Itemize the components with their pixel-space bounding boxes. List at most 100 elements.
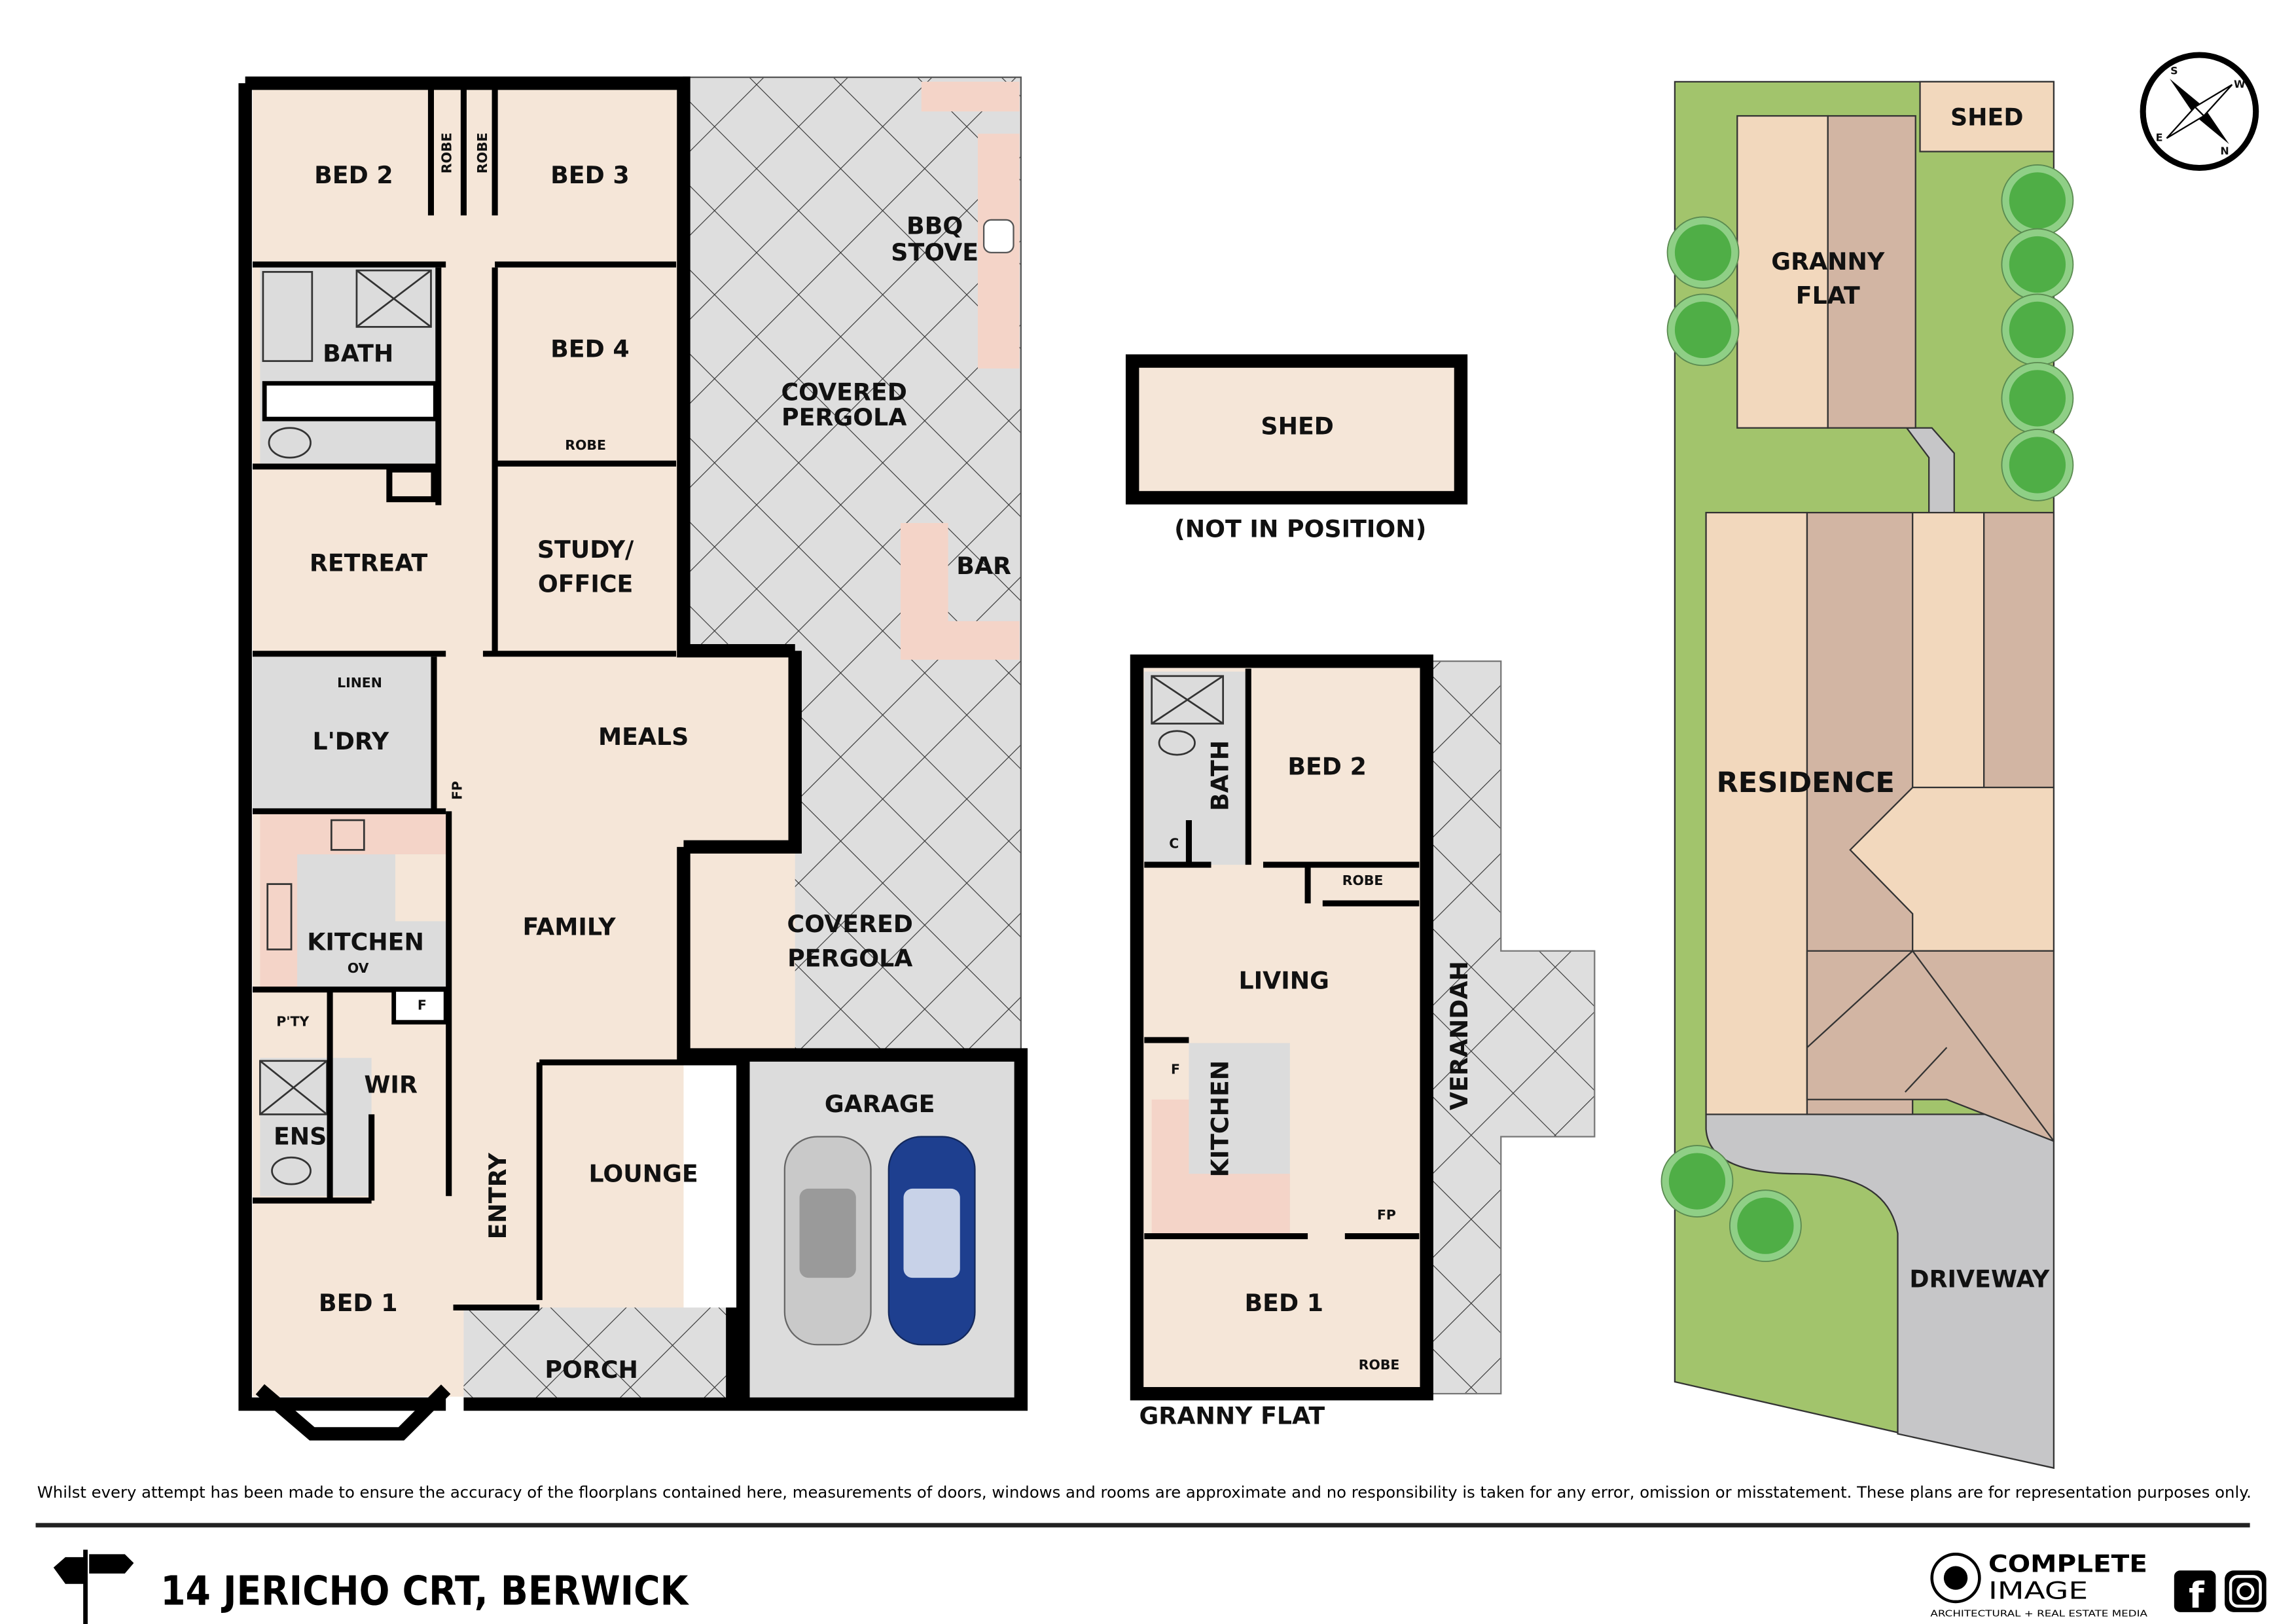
site-residence bbox=[1705, 511, 2055, 1142]
shed-label: SHED bbox=[1261, 412, 1334, 441]
svg-text:E: E bbox=[2156, 132, 2163, 144]
room-label-covered: COVERED bbox=[787, 910, 913, 938]
sink-icon bbox=[266, 883, 293, 950]
brand-tagline: ARCHITECTURAL + REAL ESTATE MEDIA bbox=[1930, 1609, 2147, 1619]
cooktop-icon bbox=[330, 819, 365, 851]
car-icon-blue bbox=[888, 1136, 976, 1346]
room-label-pergola: PERGOLA bbox=[787, 944, 912, 972]
site-label-flat: FLAT bbox=[1796, 281, 1860, 310]
shower-icon bbox=[1151, 675, 1225, 725]
room-label-pantry: P'TY bbox=[276, 1014, 309, 1030]
fireplace-label: FP bbox=[1377, 1207, 1396, 1223]
site-label-residence: RESIDENCE bbox=[1717, 767, 1895, 799]
room-label-robe: ROBE bbox=[475, 132, 490, 173]
stove-label: STOVE bbox=[891, 238, 978, 266]
site-label-driveway: DRIVEWAY bbox=[1909, 1265, 2050, 1293]
tree-icon bbox=[2001, 228, 2074, 301]
room-label-robe: ROBE bbox=[1342, 873, 1384, 888]
main-house-plan: BED 2 ROBE ROBE BED 3 BATH BED 4 ROBE RE… bbox=[238, 76, 1028, 1441]
site-granny-flat bbox=[1827, 115, 1916, 429]
room-label-living: LIVING bbox=[1239, 966, 1329, 994]
toilet-icon bbox=[268, 427, 312, 459]
room-label-bath: BATH bbox=[1206, 740, 1234, 811]
room-label-linen: LINEN bbox=[337, 675, 382, 691]
tree-icon bbox=[1729, 1189, 1803, 1263]
fridge-label: F bbox=[1171, 1061, 1180, 1077]
facebook-icon[interactable]: f bbox=[2174, 1570, 2216, 1616]
property-address: 14 JERICHO CRT, BERWICK bbox=[160, 1568, 689, 1614]
shed-note: (NOT IN POSITION) bbox=[1174, 514, 1426, 543]
cupboard-label: C bbox=[1169, 835, 1179, 851]
fridge-label: F bbox=[418, 998, 427, 1013]
room-label-bed1: BED 1 bbox=[319, 1289, 398, 1317]
site-label-shed: SHED bbox=[1950, 103, 2024, 132]
room-label-bed4: BED 4 bbox=[550, 335, 630, 363]
site-shed bbox=[1919, 81, 2055, 153]
room-label-pergola: PERGOLA bbox=[781, 403, 906, 431]
tree-icon bbox=[2001, 164, 2074, 238]
shed-plan: SHED (NOT IN POSITION) bbox=[1125, 354, 1468, 543]
room-label-bed2: BED 2 bbox=[1287, 753, 1367, 781]
compass-icon: S W E N bbox=[2140, 52, 2259, 171]
room-label-laundry: L'DRY bbox=[313, 727, 389, 755]
ensuite-shower-icon bbox=[259, 1060, 328, 1115]
room-label-entry: ENTRY bbox=[484, 1152, 512, 1239]
room-label-robe: ROBE bbox=[565, 437, 606, 453]
room-label-wir: WIR bbox=[364, 1070, 418, 1098]
granny-flat-title: GRANNY FLAT bbox=[1139, 1401, 1325, 1430]
tree-icon bbox=[1660, 1144, 1734, 1218]
room-label-bath: BATH bbox=[323, 340, 393, 368]
oven-label: OV bbox=[348, 960, 369, 976]
bbq-stove-icon bbox=[982, 219, 1014, 254]
site-plan: SHED GRANNY FLAT RESIDENCE DRIVEWAY bbox=[1660, 81, 2074, 1470]
bar-label: BAR bbox=[956, 552, 1011, 580]
disclaimer-text: Whilst every attempt has been made to en… bbox=[37, 1483, 2251, 1502]
instagram-icon[interactable] bbox=[2225, 1570, 2267, 1612]
shower-icon bbox=[355, 269, 432, 328]
verandah-area bbox=[1426, 660, 1596, 1395]
room-label-robe: ROBE bbox=[1359, 1357, 1400, 1373]
tree-icon bbox=[2001, 428, 2074, 502]
signpost-icon bbox=[53, 1549, 134, 1624]
room-label-study: STUDY/ bbox=[537, 535, 634, 564]
bathtub-icon bbox=[262, 271, 314, 362]
bathroom-floor bbox=[260, 267, 439, 464]
brand-logo: COMPLETE IMAGE ARCHITECTURAL + REAL ESTA… bbox=[1930, 1550, 2147, 1619]
room-label-lounge: LOUNGE bbox=[589, 1159, 698, 1187]
tree-icon bbox=[2001, 361, 2074, 435]
room-label-family: FAMILY bbox=[523, 913, 617, 941]
room-label-garage: GARAGE bbox=[825, 1090, 935, 1118]
room-label-porch: PORCH bbox=[545, 1356, 638, 1384]
room-label-kitchen: KITCHEN bbox=[307, 928, 424, 956]
fireplace-label: FP bbox=[449, 781, 465, 800]
svg-text:N: N bbox=[2220, 145, 2229, 157]
laundry-floor bbox=[252, 657, 435, 810]
site-label-granny: GRANNY bbox=[1771, 247, 1885, 276]
toilet-icon bbox=[1158, 730, 1196, 756]
brand-name-line2: IMAGE bbox=[1988, 1576, 2088, 1604]
fridge-space bbox=[391, 987, 448, 1025]
meals-family-floor bbox=[438, 657, 795, 1055]
svg-text:S: S bbox=[2170, 64, 2178, 77]
room-label-meals: MEALS bbox=[598, 723, 689, 751]
room-label-bed1: BED 1 bbox=[1244, 1289, 1323, 1317]
footer: Whilst every attempt has been made to en… bbox=[35, 1483, 2267, 1624]
footer-divider bbox=[35, 1523, 2250, 1528]
ensuite-toilet-icon bbox=[271, 1156, 312, 1185]
room-label-bed3: BED 3 bbox=[550, 161, 630, 189]
room-label-covered: COVERED bbox=[781, 378, 906, 406]
bbq-label: BBQ bbox=[906, 211, 963, 240]
car-icon-silver bbox=[783, 1136, 872, 1346]
svg-text:W: W bbox=[2234, 78, 2246, 90]
brand-name-line1: COMPLETE bbox=[1988, 1550, 2147, 1578]
room-label-ensuite: ENS bbox=[274, 1123, 327, 1151]
bar-counter bbox=[900, 523, 1020, 660]
room-label-kitchen: KITCHEN bbox=[1206, 1060, 1234, 1178]
ensuite-floor bbox=[260, 1058, 372, 1197]
granny-flat-plan: BATH C BED 2 ROBE LIVING VERANDAH F KITC… bbox=[1130, 654, 1596, 1430]
porch-area bbox=[463, 1307, 733, 1400]
room-label-robe: ROBE bbox=[439, 132, 454, 173]
svg-text:f: f bbox=[2189, 1574, 2205, 1616]
room-label-bed2: BED 2 bbox=[314, 161, 393, 189]
